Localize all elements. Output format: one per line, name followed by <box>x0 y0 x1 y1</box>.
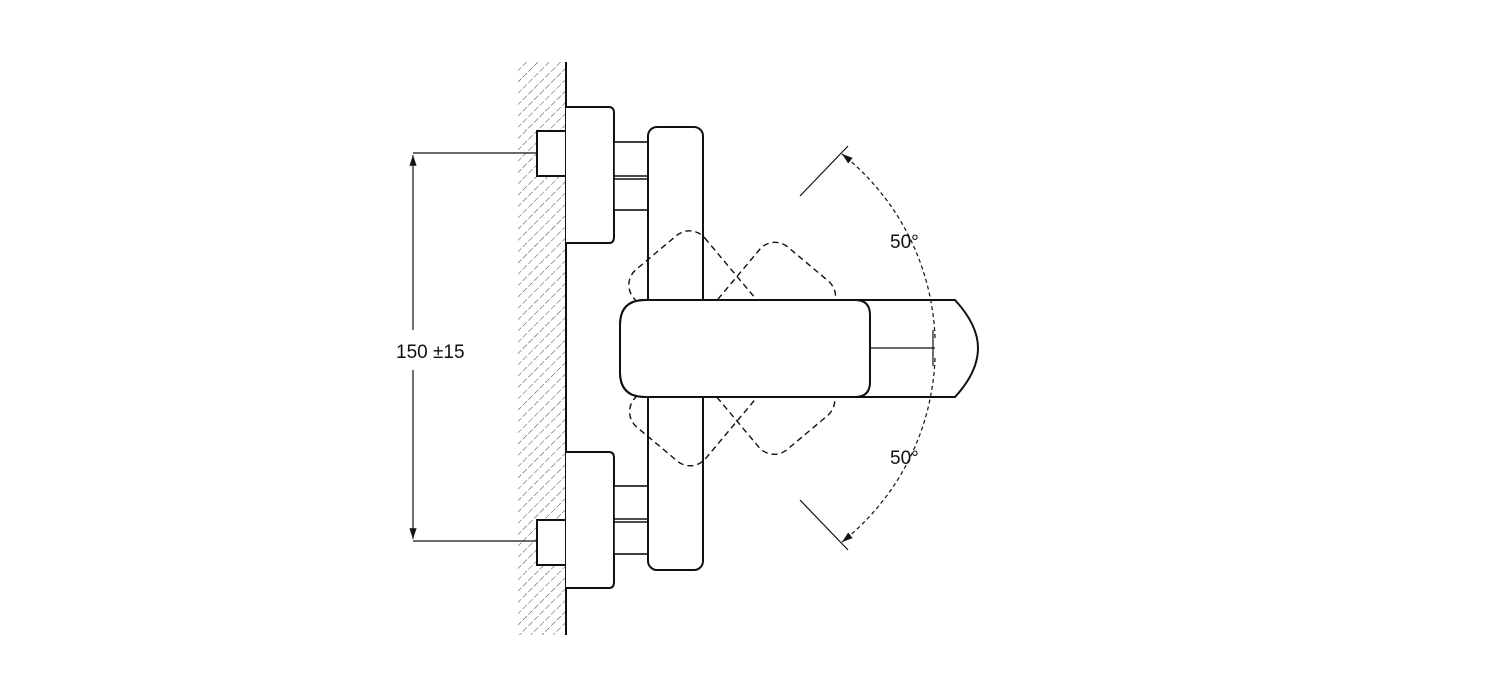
handle-position-down <box>628 230 836 455</box>
lower-connection <box>536 451 649 589</box>
handle-position-up <box>628 241 837 467</box>
angle-up-label: 50° <box>890 232 919 253</box>
mount-spacing-dimension <box>409 152 537 542</box>
angle-dimension <box>799 145 936 551</box>
upper-connection <box>536 106 649 244</box>
handle-lever <box>619 299 980 398</box>
angle-down-label: 50° <box>890 448 919 469</box>
mount-spacing-label: 150 ±15 <box>396 342 465 363</box>
